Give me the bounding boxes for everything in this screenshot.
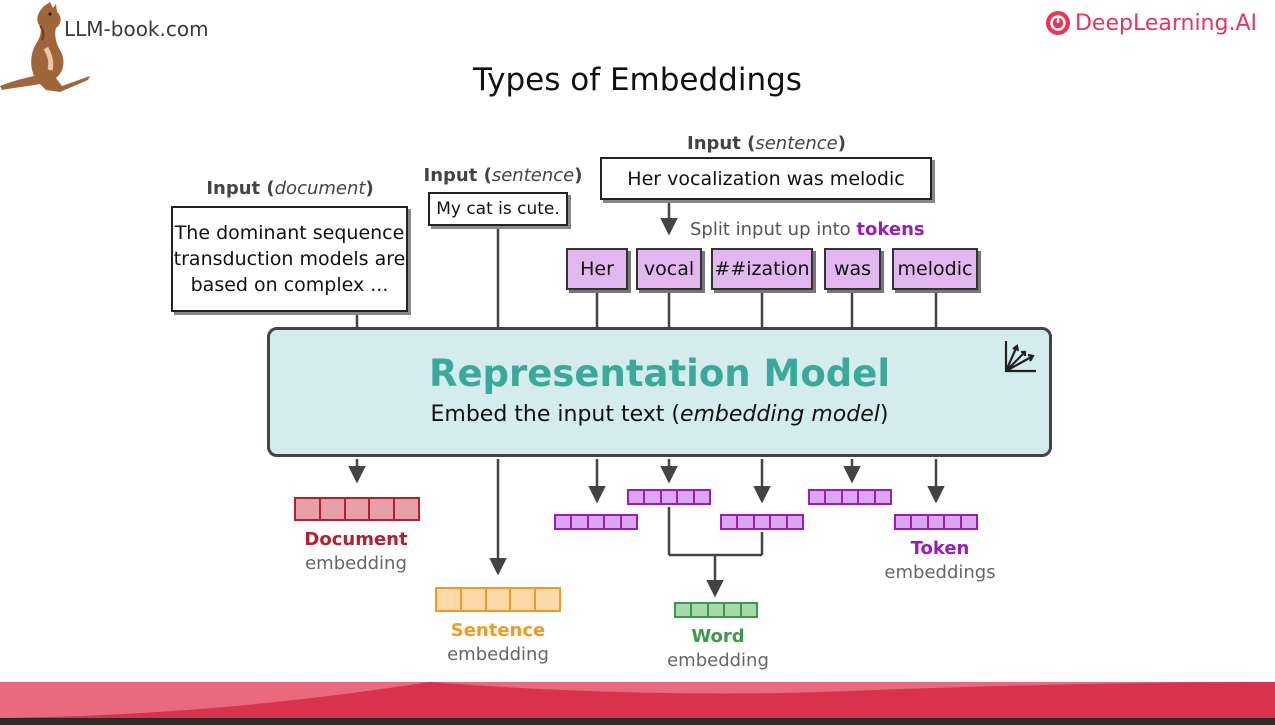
document-text-line: transduction models are (173, 248, 406, 270)
token-chip: Her (566, 248, 628, 290)
tokens-sentence-box: Her vocalization was melodic (600, 157, 932, 200)
brand-logo[interactable]: DeepLearning.AI (1045, 10, 1257, 36)
caption-kind: embedding (447, 644, 549, 665)
word-embedding-vector (674, 602, 758, 618)
caption-name: Word (691, 626, 745, 647)
sentence-input-label: Input (sentence) (423, 165, 583, 186)
token-embedding-caption: Token embeddings (872, 537, 1008, 585)
document-embedding-vector (294, 497, 420, 521)
vector-cell (662, 491, 679, 503)
token-chip: vocal (636, 248, 702, 290)
vector-arrows-icon (1004, 341, 1036, 373)
vector-cell (589, 516, 606, 528)
slide-title: Types of Embeddings (473, 62, 802, 98)
vector-cell (810, 491, 827, 503)
vector-cell (511, 589, 537, 610)
caption-kind: embedding (667, 650, 769, 671)
token-chip: was (824, 248, 881, 290)
split-note: Split input up into tokens (690, 219, 925, 240)
site-name[interactable]: LLM-book.com (64, 17, 209, 41)
token-embedding-vector (554, 514, 638, 530)
vector-cell (622, 516, 636, 528)
caption-kind: embedding (305, 553, 407, 574)
vector-cell (556, 516, 573, 528)
vector-cell (605, 516, 622, 528)
token-embedding-vector (720, 514, 804, 530)
sentence-embedding-vector (435, 587, 561, 612)
vector-cell (722, 516, 739, 528)
vector-cell (321, 499, 346, 519)
vector-cell (296, 499, 321, 519)
vector-cell (859, 491, 876, 503)
vector-cell (370, 499, 396, 519)
caption-name: Document (304, 529, 408, 550)
vector-cell (725, 604, 742, 616)
vector-cell (629, 491, 646, 503)
token-embedding-vector (894, 514, 978, 530)
caption-kind: embeddings (884, 562, 996, 583)
vector-cell (437, 589, 462, 610)
vector-cell (896, 516, 913, 528)
vector-cell (572, 516, 589, 528)
vector-cell (912, 516, 929, 528)
vector-cell (843, 491, 860, 503)
vector-cell (826, 491, 843, 503)
document-input-box: The dominant sequence transduction model… (171, 206, 408, 312)
vector-cell (742, 604, 756, 616)
vector-cell (395, 499, 418, 519)
token-embedding-vector (808, 489, 892, 505)
document-input-label: Input (document) (206, 178, 374, 199)
representation-model: Representation Model Embed the input tex… (267, 327, 1052, 457)
vector-cell (945, 516, 962, 528)
document-text-line: The dominant sequence (174, 222, 405, 244)
vector-cell (695, 491, 709, 503)
model-subtitle: Embed the input text (embedding model) (430, 402, 889, 427)
vector-cell (709, 604, 726, 616)
sentence-embedding-caption: Sentence embedding (432, 619, 564, 667)
brand-name: DeepLearning.AI (1074, 10, 1257, 36)
vector-cell (788, 516, 802, 528)
kangaroo-logo (0, 2, 90, 92)
vector-cell (692, 604, 709, 616)
tokens-input-label: Input (sentence) (687, 133, 846, 154)
vector-cell (771, 516, 788, 528)
caption-name: Sentence (450, 620, 546, 641)
vector-cell (962, 516, 976, 528)
model-title: Representation Model (428, 352, 891, 395)
vector-cell (536, 589, 559, 610)
vector-cell (645, 491, 662, 503)
vector-cell (487, 589, 512, 610)
document-text-line: based on complex ... (190, 274, 389, 296)
vector-cell (678, 491, 695, 503)
token-chip: melodic (892, 248, 978, 290)
vector-cell (755, 516, 772, 528)
deeplearning-logo-icon (1045, 11, 1070, 35)
vector-cell (462, 589, 487, 610)
word-embedding-caption: Word embedding (652, 625, 784, 673)
vector-cell (346, 499, 371, 519)
vector-cell (738, 516, 755, 528)
document-embedding-caption: Document embedding (290, 528, 422, 576)
vector-cell (929, 516, 946, 528)
token-embedding-vector (627, 489, 711, 505)
vector-cell (876, 491, 890, 503)
caption-name: Token (910, 538, 970, 559)
token-chip: ##ization (711, 248, 813, 290)
footer-band (0, 682, 1275, 725)
sentence-input-box: My cat is cute. (428, 192, 568, 226)
vector-cell (676, 604, 693, 616)
